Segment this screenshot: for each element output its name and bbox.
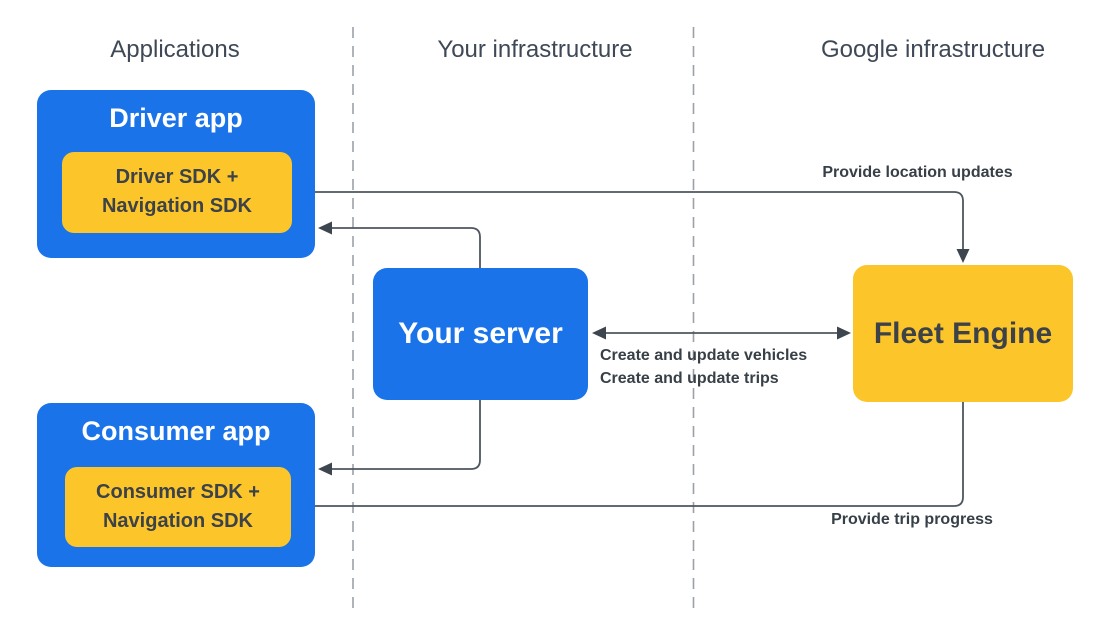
column-header-google-infrastructure: Google infrastructure <box>820 36 1046 63</box>
edge-server-to-driver-app-line <box>332 227 481 268</box>
node-driver-sdk: Driver SDK + Navigation SDK <box>62 152 292 233</box>
edge-label-create-update-vehicles: Create and update vehicles <box>600 347 808 364</box>
edge-label-location-updates: Provide location updates <box>822 164 1013 181</box>
edge-label-trip-progress: Provide trip progress <box>831 511 993 528</box>
edge-location-updates-line <box>292 191 964 249</box>
driver-sdk-line2: Navigation SDK <box>101 195 253 217</box>
edge-server-to-consumer-app-line <box>332 400 481 470</box>
edge-trip-progress-line <box>309 402 964 507</box>
arrowhead-into-your-server <box>592 326 606 340</box>
arrowhead-into-consumer-app <box>318 462 332 476</box>
column-header-applications: Applications <box>110 36 240 63</box>
consumer-sdk-line1: Consumer SDK + <box>96 481 260 503</box>
node-your-server: Your server <box>373 268 588 400</box>
node-driver-app: Driver app Driver SDK + Navigation SDK <box>37 90 315 258</box>
consumer-sdk-line2: Navigation SDK <box>102 510 254 532</box>
driver-app-title: Driver app <box>109 103 243 133</box>
node-consumer-sdk: Consumer SDK + Navigation SDK <box>65 467 291 547</box>
arrowhead-into-driver-app <box>318 221 332 235</box>
arrowhead-into-fleet-engine-left <box>837 326 851 340</box>
column-header-your-infrastructure: Your infrastructure <box>437 36 633 63</box>
driver-sdk-line1: Driver SDK + <box>115 166 239 188</box>
node-consumer-app: Consumer app Consumer SDK + Navigation S… <box>37 403 315 567</box>
arrowhead-into-fleet-engine-top <box>956 249 970 263</box>
node-fleet-engine: Fleet Engine <box>853 265 1073 402</box>
consumer-app-title: Consumer app <box>81 416 271 446</box>
edge-label-create-update-trips: Create and update trips <box>600 370 779 387</box>
